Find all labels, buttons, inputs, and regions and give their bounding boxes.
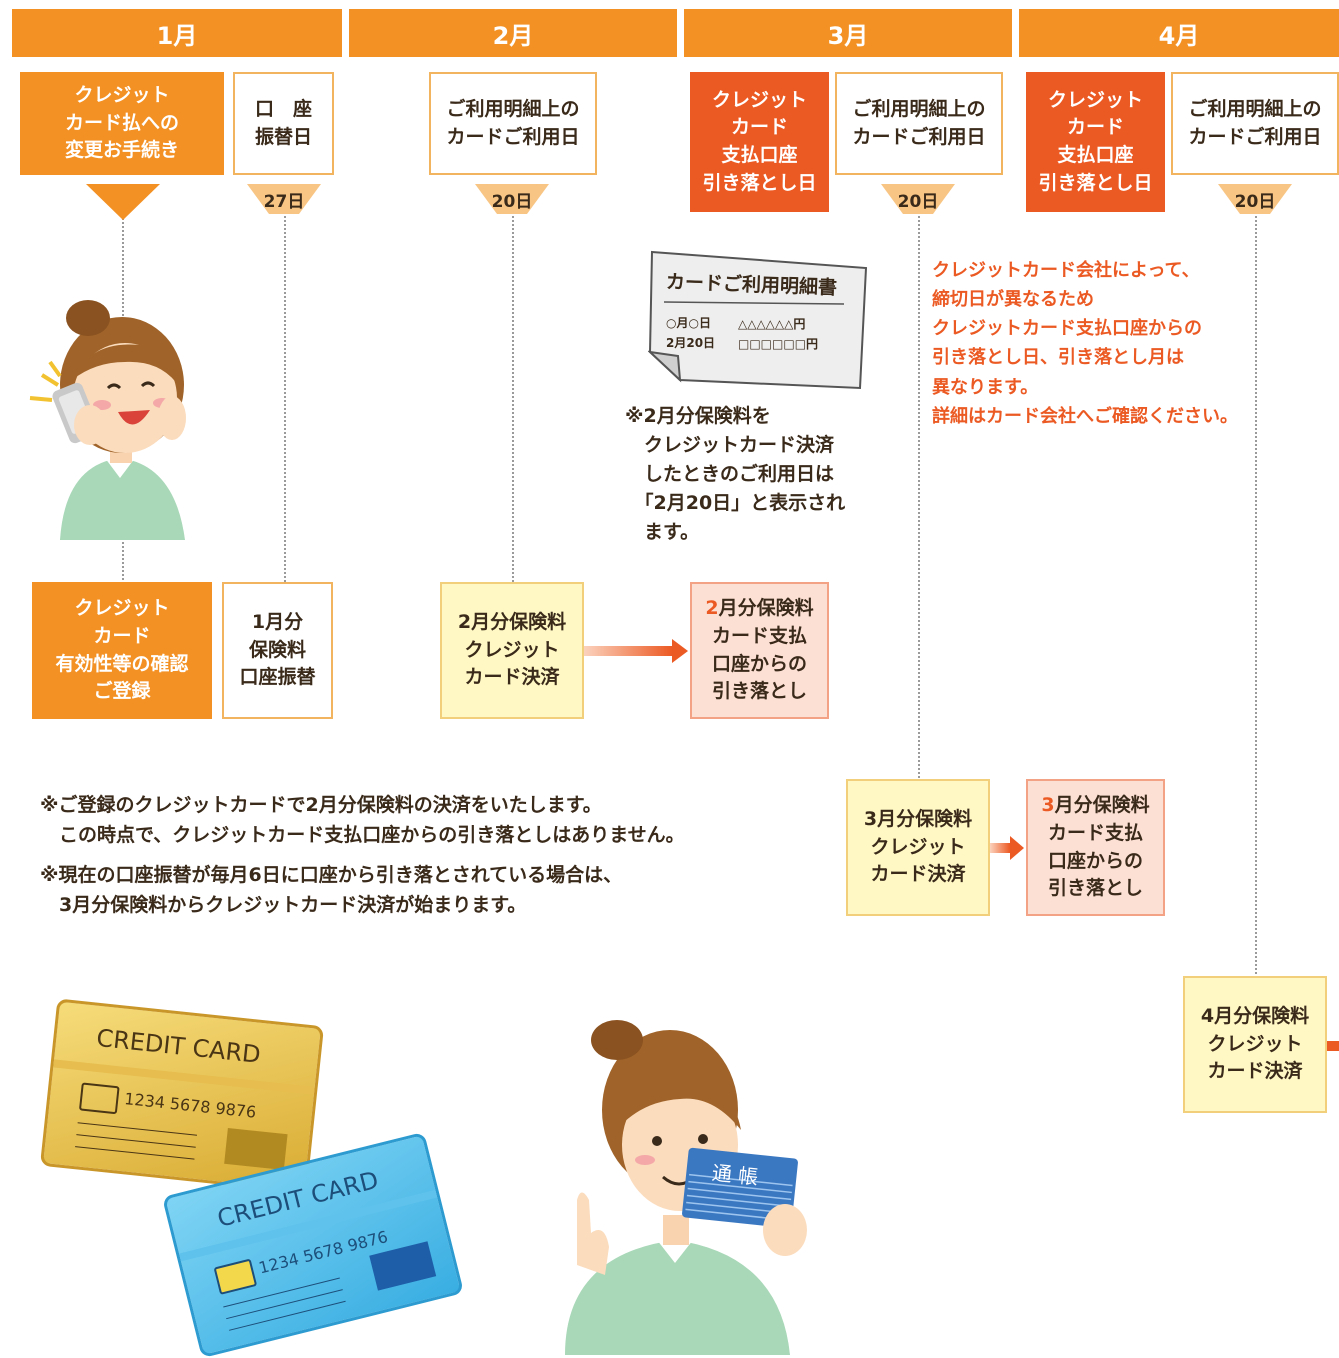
gold-card-number: 1234 5678 9876	[123, 1089, 258, 1122]
day-label-20-apr: 20日	[1234, 192, 1276, 212]
bottom-note-1: ※ご登録のクレジットカードで2月分保険料の決済をいたします。 この時点で、クレジ…	[40, 794, 685, 847]
bottom-note-2: ※現在の口座振替が毎月6日に口座から引き落とされている場合は、 3月分保険料から…	[40, 864, 623, 917]
feb-premium-settlement-box: 2月分保険料 クレジット カード決済	[440, 582, 584, 719]
feb-withdrawal-rest: 月分保険料 カード支払 口座からの 引き落とし	[711, 597, 814, 703]
gold-card-line-1	[77, 1122, 198, 1136]
card-change-procedure-box: クレジット カード払への 変更お手続き	[20, 72, 224, 175]
gold-card-chip-icon	[78, 1082, 120, 1115]
statement-row2-amount: □□□□□□円	[738, 337, 819, 351]
blue-card-panel	[369, 1241, 437, 1291]
passbook-label: 通 帳	[710, 1160, 760, 1190]
day-label-27: 27日	[263, 192, 305, 212]
month-header-feb: 2月	[349, 9, 677, 57]
woman-with-phone-illustration	[29, 300, 186, 540]
statement-usage-date-note: ※2月分保険料を クレジットカード決済 したときのご利用日は 「2月20日」と表…	[625, 405, 846, 543]
card-company-note: クレジットカード会社によって、 締切日が異なるため クレジットカード支払口座から…	[932, 260, 1238, 427]
procedure-down-triangle	[86, 184, 160, 220]
month-header-jan: 1月	[12, 9, 342, 57]
statement-row1-date: ○月○日	[666, 316, 711, 330]
day-label-20-feb: 20日	[491, 192, 533, 212]
blue-card-chip-icon	[213, 1258, 258, 1295]
blue-card-line-3	[229, 1300, 346, 1331]
statement-row2-date: 2月20日	[666, 336, 716, 350]
january-premium-transfer-box: 1月分 保険料 口座振替	[222, 582, 333, 719]
day-tab-mar: 20日	[881, 184, 955, 214]
mar-withdrawal-box: 3月分保険料 カード支払 口座からの 引き落とし	[1026, 779, 1165, 916]
mar-withdrawal-text: 3月分保険料 カード支払 口座からの 引き落とし	[1041, 792, 1149, 902]
card-statement-illustration	[648, 250, 868, 390]
apr-premium-settlement-box: 4月分保険料 クレジット カード決済	[1183, 976, 1327, 1113]
account-transfer-day-box: 口 座 振替日	[233, 72, 334, 175]
day-tab-apr: 20日	[1218, 184, 1292, 214]
day-label-20-mar: 20日	[897, 192, 939, 212]
day-tab-feb: 20日	[475, 184, 549, 214]
mar-debit-day-box: クレジット カード 支払口座 引き落とし日	[690, 72, 829, 212]
apr-settlement-arrow	[1327, 1041, 1339, 1051]
gold-card-line-3	[75, 1146, 195, 1160]
feb-withdrawal-box: 2月分保険料 カード支払 口座からの 引き落とし	[690, 582, 829, 719]
woman-with-passbook-illustration	[565, 1020, 807, 1355]
apr-usage-date-box: ご利用明細上の カードご利用日	[1171, 72, 1339, 175]
gold-card-label: CREDIT CARD	[95, 1023, 262, 1069]
feb-usage-date-box: ご利用明細上の カードご利用日	[429, 72, 597, 175]
feb-settlement-arrow	[584, 639, 688, 663]
day-tab-jan: 27日	[247, 184, 321, 214]
apr-debit-day-box: クレジット カード 支払口座 引き落とし日	[1026, 72, 1165, 212]
gold-card-panel	[224, 1127, 288, 1171]
mar-premium-settlement-box: 3月分保険料 クレジット カード決済	[846, 779, 990, 916]
statement-row1-amount: △△△△△△円	[738, 317, 806, 331]
month-header-mar: 3月	[684, 9, 1012, 57]
timeline-jan-transfer	[284, 212, 286, 582]
mar-withdrawal-rest: 月分保険料 カード支払 口座からの 引き落とし	[1047, 794, 1150, 900]
blue-card-line-2	[226, 1289, 343, 1320]
card-validity-check-box: クレジット カード 有効性等の確認 ご登録	[32, 582, 212, 719]
mar-settlement-arrow	[990, 836, 1024, 860]
timeline-apr	[1255, 212, 1257, 974]
feb-withdrawal-text: 2月分保険料 カード支払 口座からの 引き落とし	[705, 595, 813, 705]
timeline-feb	[512, 212, 514, 582]
month-header-apr: 4月	[1019, 9, 1339, 57]
gold-credit-card: CREDIT CARD 1234 5678 9876	[39, 998, 325, 1194]
timeline-mar	[918, 212, 920, 778]
mar-usage-date-box: ご利用明細上の カードご利用日	[835, 72, 1003, 175]
mar-withdrawal-month: 3	[1041, 794, 1055, 817]
feb-withdrawal-month: 2	[705, 597, 719, 620]
gold-card-line-2	[76, 1134, 196, 1148]
